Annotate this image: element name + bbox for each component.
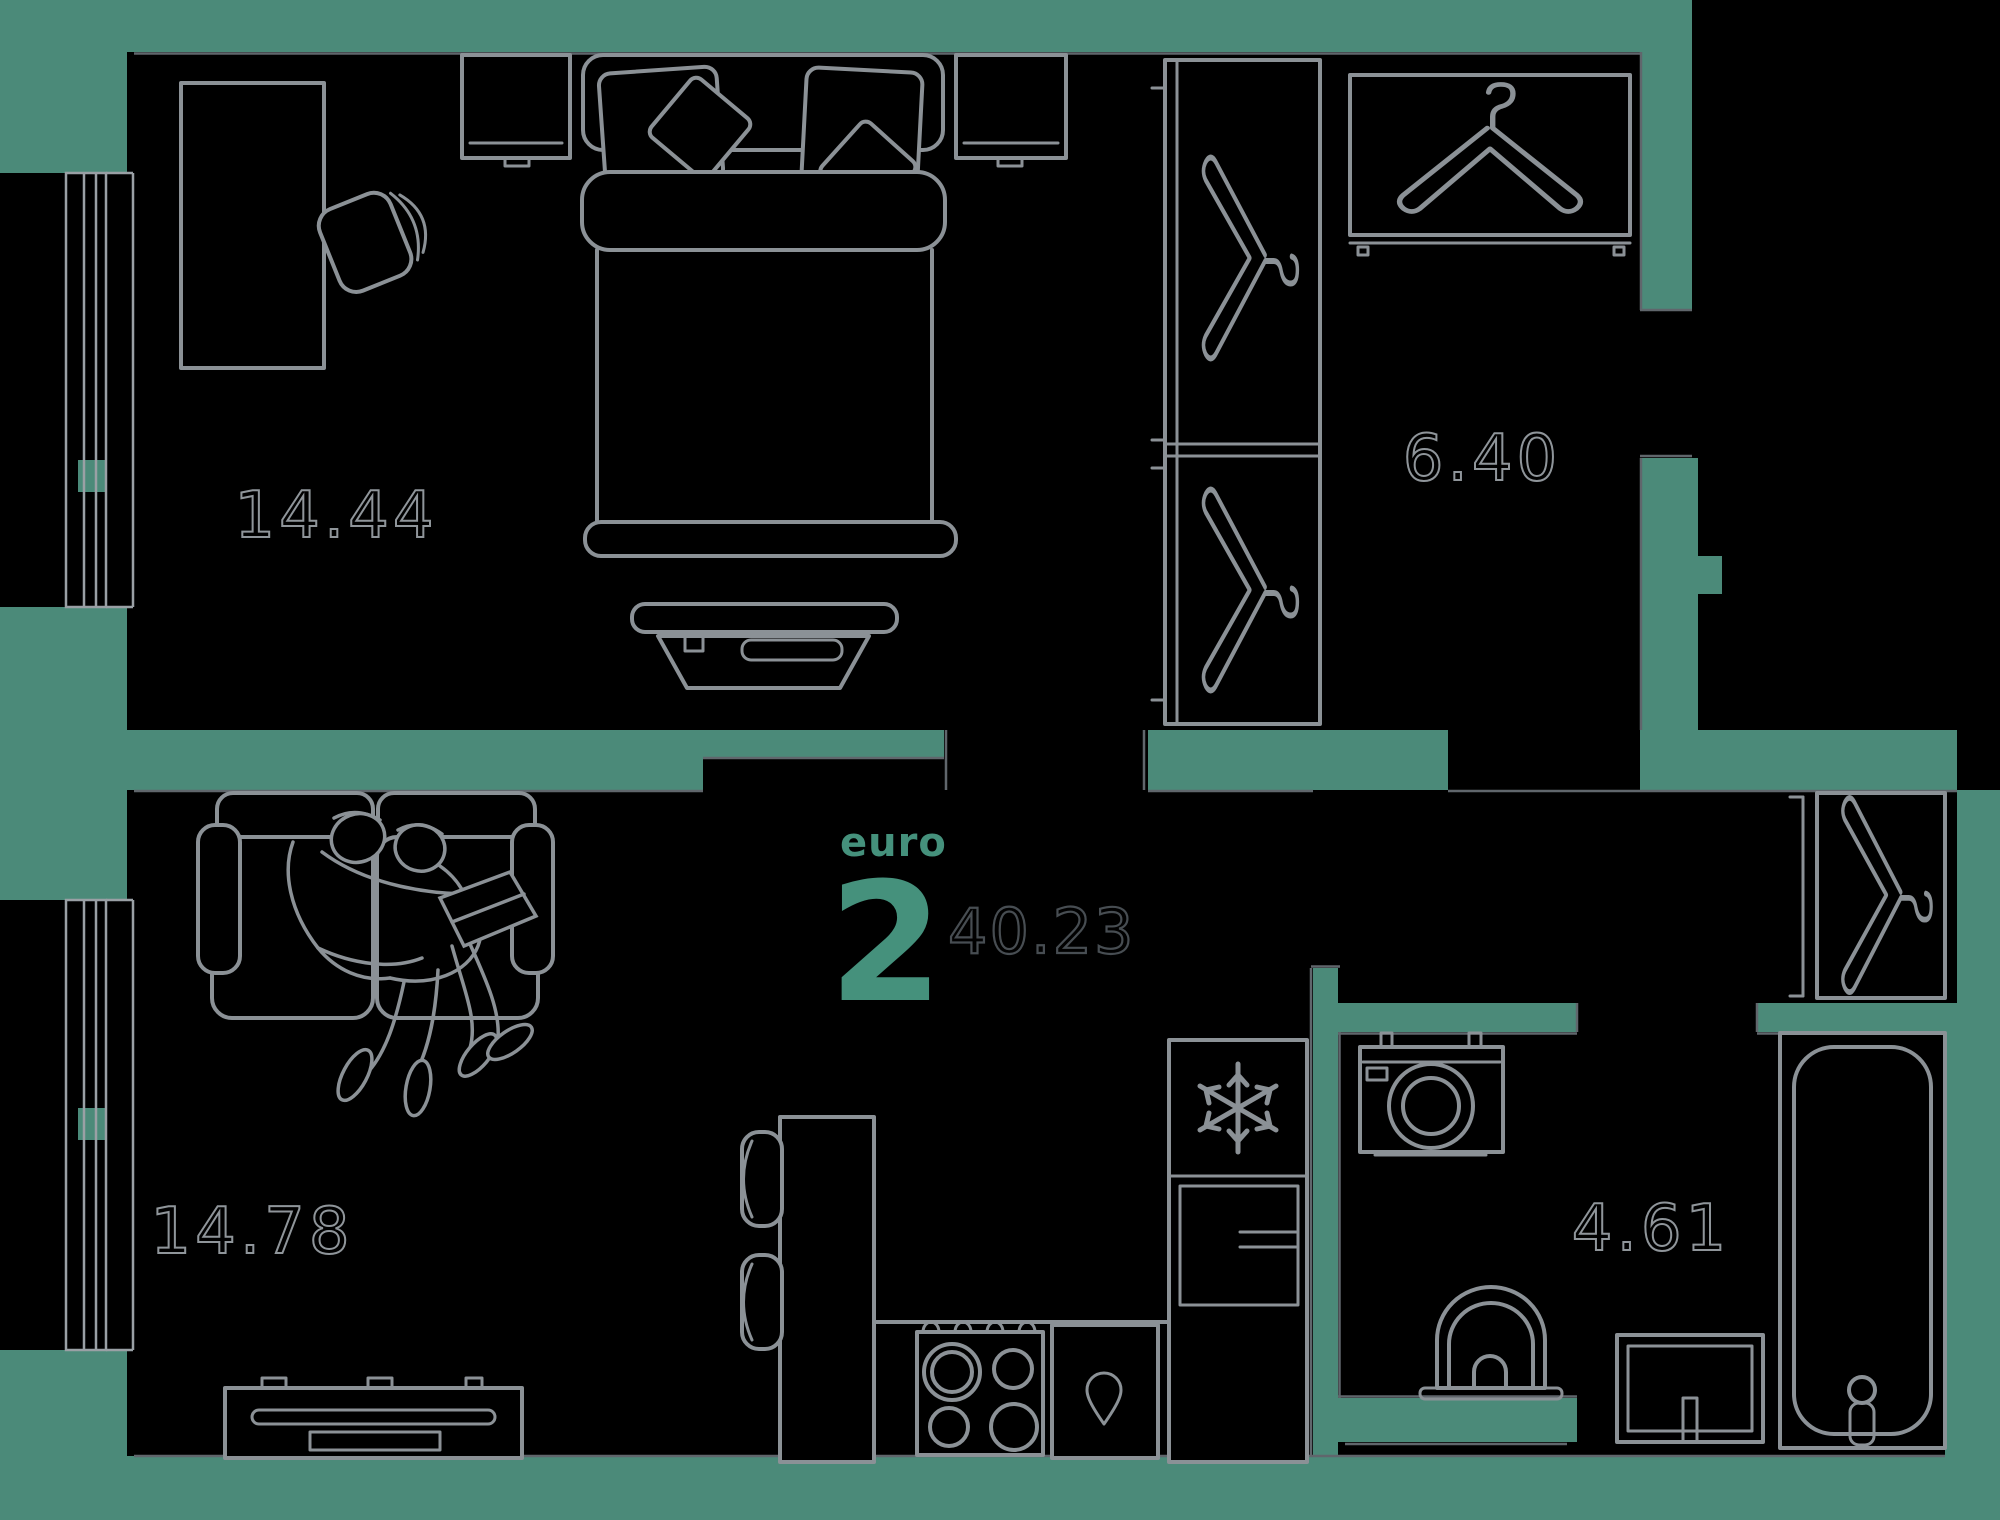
kitchen-counter bbox=[872, 1320, 1172, 1460]
rooms-count: 2 bbox=[829, 847, 944, 1039]
kitchen-sink-cabinet bbox=[1050, 1323, 1160, 1460]
area-label-hallway: 6.40 bbox=[1403, 422, 1562, 496]
water-drop-icon bbox=[1085, 1371, 1123, 1426]
bathtub bbox=[1778, 1031, 1947, 1450]
plan-title: euro 2 40.23 bbox=[829, 820, 1136, 1039]
bar-chair bbox=[740, 1130, 784, 1228]
area-label-living-kitchen: 14.78 bbox=[150, 1195, 353, 1269]
sofa bbox=[196, 791, 555, 1020]
tv-console-living bbox=[223, 1376, 524, 1460]
double-bed bbox=[580, 53, 958, 558]
desk-chair bbox=[316, 190, 428, 294]
desk bbox=[179, 81, 326, 370]
pillow-cushion bbox=[647, 75, 753, 181]
nightstand-left bbox=[460, 53, 572, 168]
hall-closet bbox=[1348, 73, 1632, 257]
plan-type-label: euro bbox=[840, 820, 947, 866]
lobby-closet bbox=[1788, 791, 1947, 1000]
washing-machine bbox=[1358, 1031, 1505, 1157]
toilet bbox=[1418, 1285, 1564, 1401]
nightstand-right bbox=[954, 53, 1068, 168]
wardrobe bbox=[1150, 58, 1322, 726]
people-on-sofa bbox=[286, 810, 539, 1118]
oven bbox=[1178, 1184, 1300, 1307]
snowflake-icon bbox=[1197, 1061, 1279, 1155]
living-window bbox=[64, 898, 135, 1352]
bathroom-vanity bbox=[1615, 1333, 1765, 1444]
area-label-bedroom: 14.44 bbox=[234, 479, 437, 553]
fridge-column bbox=[1167, 1038, 1309, 1464]
bed-footboard bbox=[583, 520, 958, 558]
kitchen-island bbox=[778, 1115, 876, 1464]
blanket-fold bbox=[580, 170, 947, 252]
bar-chair bbox=[740, 1253, 784, 1351]
area-label-bathroom: 4.61 bbox=[1572, 1192, 1731, 1266]
total-area: 40.23 bbox=[948, 895, 1136, 968]
bedroom-window bbox=[64, 171, 135, 609]
stove bbox=[915, 1320, 1045, 1457]
tv-bedroom bbox=[630, 602, 899, 690]
